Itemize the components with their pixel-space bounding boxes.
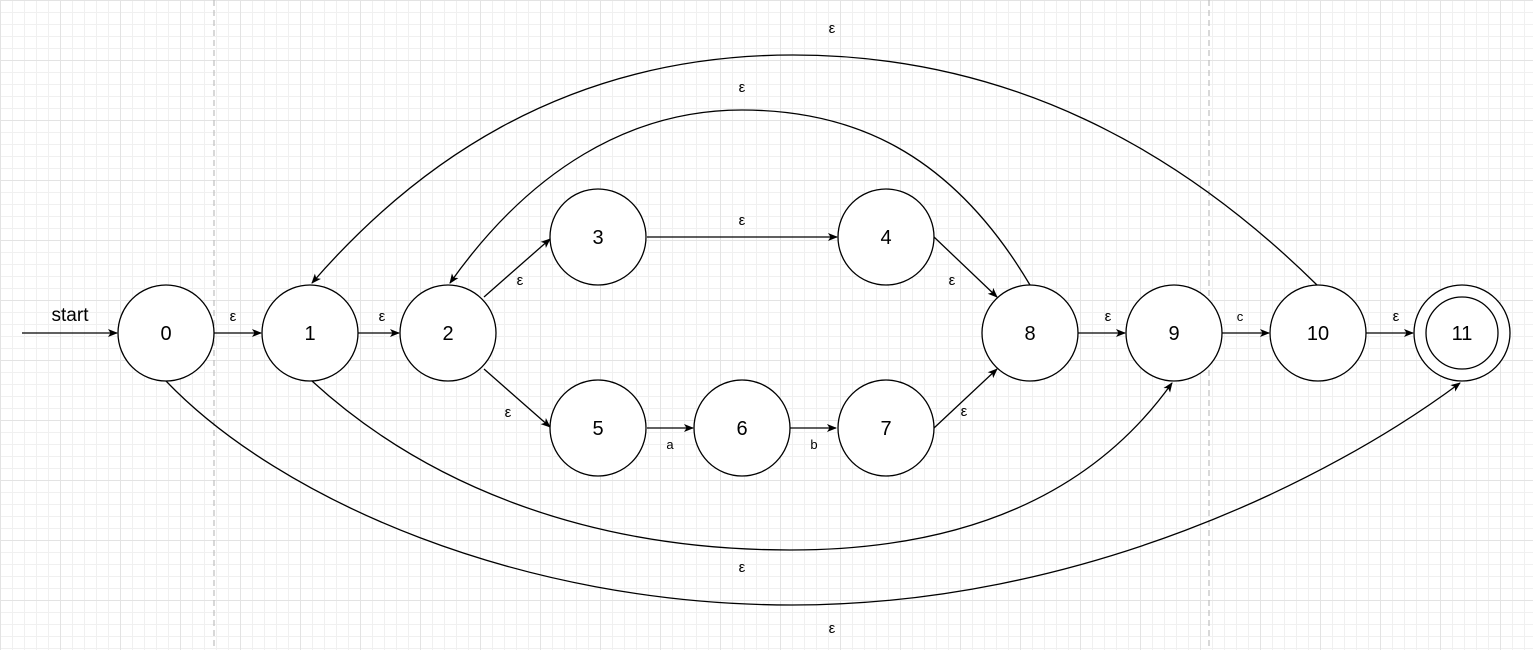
transition-label-4-8: ε [949,272,956,289]
transition-1-9: ε [311,380,1173,576]
transition-label-2-5: ε [505,404,512,421]
transition-6-7: b [790,424,837,452]
transition-label-10-11: ε [1393,308,1400,325]
transition-2-3: ε [483,238,551,298]
state-label-0: 0 [160,323,171,345]
state-8: 8 [981,284,1079,382]
transition-label-2-3: ε [517,272,524,289]
state-label-6: 6 [736,418,747,440]
transition-0-1: ε [214,308,262,337]
state-4: 4 [837,188,935,286]
state-label-9: 9 [1168,323,1179,345]
transition-8-9: ε [1078,308,1126,337]
state-label-4: 4 [880,227,891,249]
state-label-10: 10 [1307,323,1329,345]
transition-label-3-4: ε [739,212,746,229]
transition-label-1-2: ε [379,308,386,325]
transition-5-6: a [647,424,694,452]
transition-8-2: ε [449,79,1031,286]
transition-label-8-2: ε [739,79,746,96]
state-7: 7 [837,379,935,477]
state-label-11: 11 [1452,323,1473,345]
transition-label-6-7: b [810,437,817,452]
transition-label-5-6: a [666,437,674,452]
state-11-accepting: 11 [1413,284,1511,382]
start-arrow: start [22,305,118,337]
transition-label-0-1: ε [230,308,237,325]
transition-2-5: ε [483,368,551,428]
state-0: 0 [117,284,215,382]
transition-label-8-9: ε [1105,308,1112,325]
transition-label-10-1: ε [829,20,836,37]
transition-3-4: ε [647,212,838,241]
state-label-3: 3 [592,227,603,249]
transition-7-8: ε [933,368,998,429]
state-6: 6 [693,379,791,477]
state-10: 10 [1269,284,1367,382]
state-label-5: 5 [592,418,603,440]
state-label-7: 7 [880,418,891,440]
state-label-8: 8 [1024,323,1035,345]
transition-10-11: ε [1366,308,1414,337]
state-1: 1 [261,284,359,382]
transition-label-9-10: c [1237,309,1244,324]
transition-10-1: ε [311,20,1318,286]
state-label-1: 1 [304,323,315,345]
state-2: 2 [399,284,497,382]
transition-0-11: ε [165,380,1461,637]
transition-label-0-11: ε [829,620,836,637]
state-3: 3 [549,188,647,286]
transition-4-8: ε [933,236,998,298]
transition-label-7-8: ε [961,403,968,420]
start-label: start [52,305,90,326]
state-9: 9 [1125,284,1223,382]
transition-9-10: c [1222,309,1270,337]
transition-label-1-9: ε [739,559,746,576]
state-5: 5 [549,379,647,477]
transition-1-2: ε [358,308,400,337]
state-label-2: 2 [442,323,453,345]
